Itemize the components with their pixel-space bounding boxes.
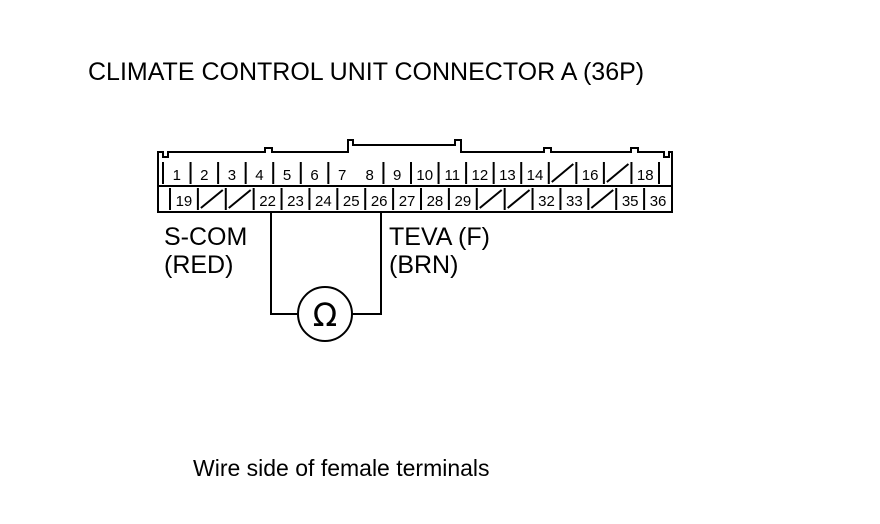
pin-label: 29 — [454, 193, 471, 210]
pin-label: 5 — [283, 167, 291, 184]
right-probe-color: (BRN) — [389, 251, 458, 279]
pin-label: 36 — [650, 193, 667, 210]
empty-cavity-mark — [479, 189, 503, 209]
pin-label: 4 — [255, 167, 263, 184]
empty-cavity-mark — [606, 163, 630, 183]
pin-label: 12 — [472, 167, 489, 184]
row2-cells: 19 22 23 24 25 26 27 28 29 32 33 35 36 — [169, 188, 673, 210]
ohm-icon: Ω — [313, 296, 337, 334]
pin-label: 26 — [371, 193, 388, 210]
pin-label: 19 — [176, 193, 193, 210]
pin-label: 27 — [399, 193, 416, 210]
pin-label: 11 — [445, 167, 461, 184]
empty-cavity-mark — [507, 189, 531, 209]
empty-cavity-mark — [200, 189, 224, 209]
pin-label: 23 — [287, 193, 304, 210]
test-circuit — [270, 212, 382, 342]
empty-cavity-mark — [228, 189, 252, 209]
pin-label: 9 — [393, 167, 401, 184]
diagram-caption: Wire side of female terminals — [193, 455, 490, 481]
empty-cavity-mark — [590, 189, 614, 209]
pin-label: 6 — [310, 167, 318, 184]
pin-label: 14 — [527, 167, 544, 184]
connector-outline — [157, 139, 673, 213]
ohmmeter-circle — [297, 286, 353, 342]
pin-label: 7 — [338, 167, 346, 184]
right-probe-name: TEVA (F) — [389, 223, 490, 251]
right-probe-wire — [352, 212, 382, 315]
left-probe-name: S-COM — [164, 223, 247, 251]
pin-label: 2 — [200, 167, 208, 184]
pin-label: 24 — [315, 193, 332, 210]
diagram-title: CLIMATE CONTROL UNIT CONNECTOR A (36P) — [88, 58, 644, 86]
pin-label: 33 — [566, 193, 583, 210]
pin-label: 32 — [538, 193, 555, 210]
pin-label: 10 — [416, 167, 433, 184]
pin-label: 25 — [343, 193, 360, 210]
pin-label: 35 — [622, 193, 639, 210]
pin-label: 8 — [365, 167, 373, 184]
left-probe-color: (RED) — [164, 251, 233, 279]
left-probe-wire — [270, 212, 297, 315]
pin-label: 13 — [499, 167, 516, 184]
empty-cavity-mark — [551, 163, 574, 183]
pin-label: 3 — [228, 167, 236, 184]
pin-label: 1 — [173, 167, 181, 184]
pin-label: 16 — [582, 167, 599, 184]
pin-label: 22 — [259, 193, 276, 210]
pin-label: 28 — [427, 193, 444, 210]
pin-label: 18 — [637, 167, 654, 184]
